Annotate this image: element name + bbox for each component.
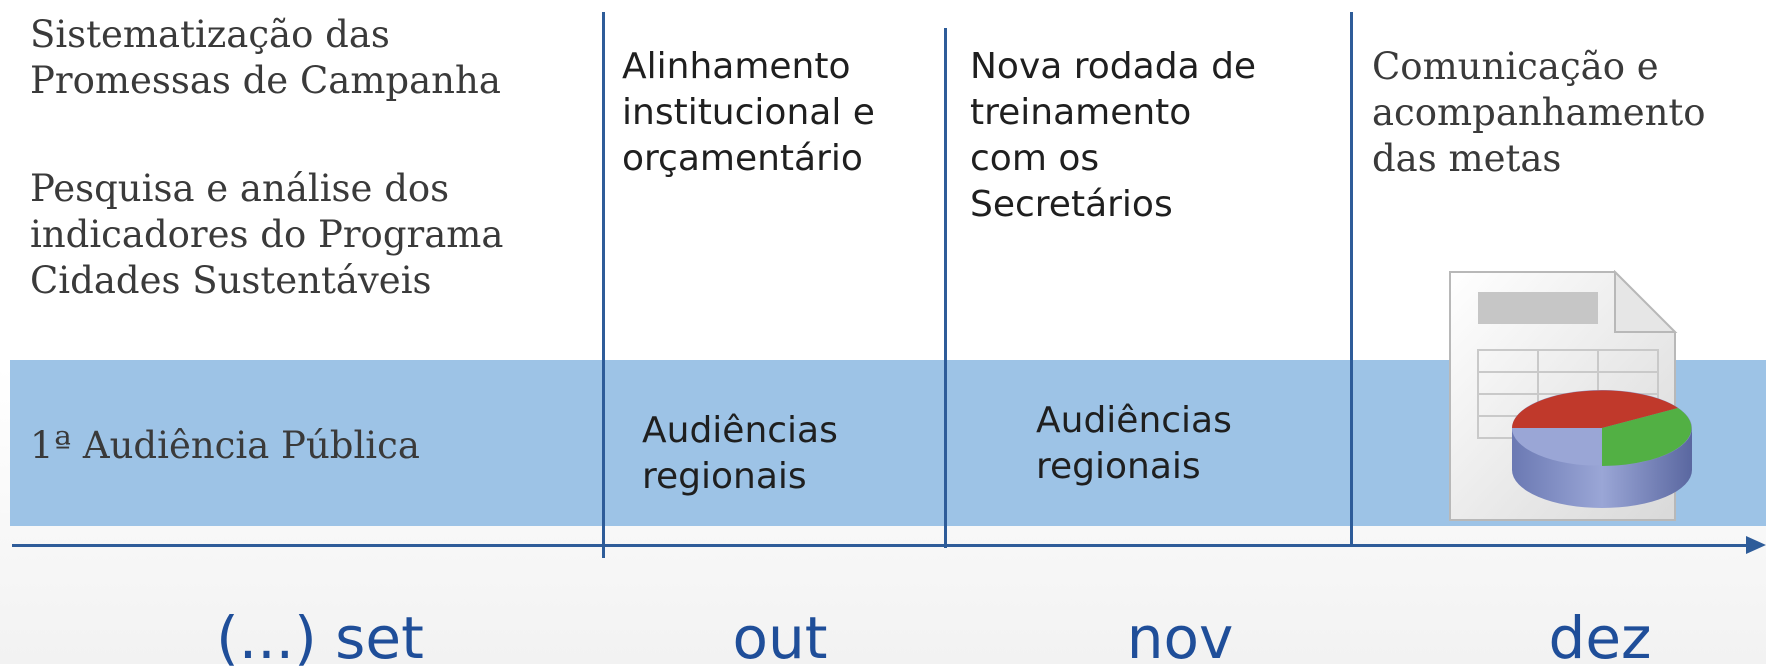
- divider-set-out: [602, 12, 605, 558]
- divider-nov-dez: [1350, 12, 1353, 544]
- set-band-text: 1ª Audiência Pública: [30, 424, 420, 467]
- timeline-arrow-icon: [1746, 536, 1766, 554]
- divider-out-nov: [944, 28, 947, 548]
- month-label-nov: nov: [1126, 604, 1234, 672]
- spreadsheet-chart-icon: [1449, 270, 1692, 521]
- month-label-set: (...) set: [216, 604, 424, 672]
- set-top-text-1: Sistematização das Promessas de Campanha: [30, 13, 501, 102]
- nov-band-text: Audiências regionais: [1036, 400, 1232, 487]
- timeline-axis: [12, 544, 1748, 547]
- set-top-text-2: Pesquisa e análise dos indicadores do Pr…: [30, 167, 504, 302]
- month-label-dez: dez: [1548, 604, 1652, 672]
- dez-top-text: Comunicação e acompanhamento das metas: [1372, 45, 1706, 180]
- month-label-out: out: [732, 604, 828, 672]
- nov-top-text: Nova rodada de treinamento com os Secret…: [970, 46, 1257, 225]
- out-band-text: Audiências regionais: [642, 410, 838, 497]
- out-top-text: Alinhamento institucional e orçamentário: [622, 46, 875, 179]
